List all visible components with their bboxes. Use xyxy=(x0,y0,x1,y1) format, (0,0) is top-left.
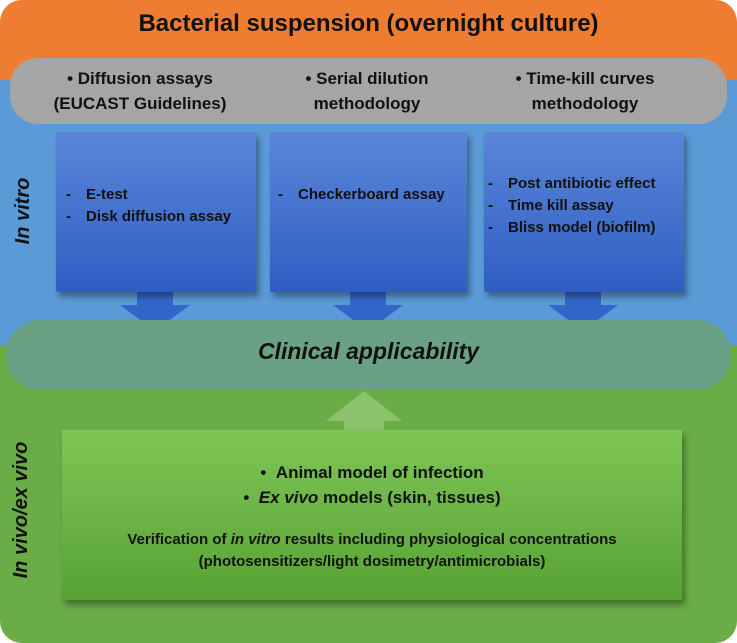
verification-line: Verification of in vitro results includi… xyxy=(62,529,682,551)
bullet-dot: • xyxy=(260,463,276,482)
assay-item: Post antibiotic effect xyxy=(488,173,656,195)
method-line: • Time-kill curves xyxy=(515,69,655,88)
ex-vivo-bullet: • Ex vivo models (skin, tissues) xyxy=(62,485,682,510)
method-serial-dilution: • Serial dilution methodology xyxy=(262,66,472,116)
verify-pre: Verification of xyxy=(127,531,231,548)
verification-line-2: (photosensitizers/light dosimetry/antimi… xyxy=(198,553,546,570)
method-line: • Serial dilution xyxy=(305,69,429,88)
side-label-in-vitro: In vitro xyxy=(12,177,34,245)
assay-item: E-test xyxy=(66,184,231,206)
verify-post: results including physiological concentr… xyxy=(280,531,617,548)
verification-text: Verification of in vitro results includi… xyxy=(62,529,682,573)
method-line: methodology xyxy=(531,94,639,113)
in-vivo-box: • Animal model of infection • Ex vivo mo… xyxy=(62,430,682,600)
method-time-kill-curves: • Time-kill curves methodology xyxy=(480,66,690,116)
assay-box-time-kill: Post antibiotic effect Time kill assay B… xyxy=(484,132,684,292)
bullet-text: models (skin, tissues) xyxy=(318,488,501,507)
bullet-dot: • xyxy=(243,488,259,507)
method-line: methodology xyxy=(313,94,421,113)
assay-box-diffusion: E-test Disk diffusion assay xyxy=(56,132,256,292)
assay-item: Bliss model (biofilm) xyxy=(488,217,656,239)
up-arrow-icon xyxy=(326,391,402,421)
clinical-applicability-pill xyxy=(6,320,731,390)
method-diffusion-assays: • Diffusion assays (EUCAST Guidelines) xyxy=(40,66,240,116)
assay-item: Disk diffusion assay xyxy=(66,206,231,228)
method-line: (EUCAST Guidelines) xyxy=(53,94,227,113)
method-line: • Diffusion assays xyxy=(67,69,213,88)
clinical-applicability-label: Clinical applicability xyxy=(257,338,480,364)
arrow-stem xyxy=(344,420,384,432)
verify-italic: in vitro xyxy=(230,531,281,548)
in-vivo-bullet: • Animal model of infection xyxy=(62,460,682,485)
side-label-in-vivo: In vivo/ex vivo xyxy=(10,441,32,579)
assay-item: Time kill assay xyxy=(488,195,656,217)
assay-list: Checkerboard assay xyxy=(278,184,445,206)
diagram-title: Bacterial suspension (overnight culture) xyxy=(138,10,599,37)
assay-list: Post antibiotic effect Time kill assay B… xyxy=(488,173,656,239)
assay-box-serial-dilution: Checkerboard assay xyxy=(270,132,467,292)
methods-pill xyxy=(10,58,727,124)
assay-item: Checkerboard assay xyxy=(278,184,445,206)
assay-list: E-test Disk diffusion assay xyxy=(66,184,231,228)
bullet-italic: Ex vivo xyxy=(258,488,319,507)
bullet-text: Animal model of infection xyxy=(275,463,484,482)
